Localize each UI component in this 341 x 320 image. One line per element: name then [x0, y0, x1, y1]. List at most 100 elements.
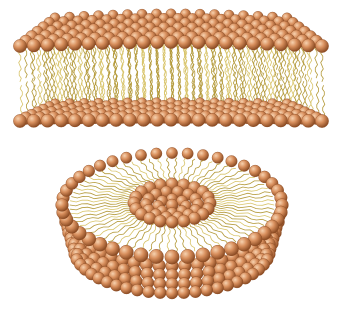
lipid-head	[237, 237, 251, 251]
lipid-tail	[95, 218, 139, 236]
lipid-head	[178, 287, 190, 299]
lipid-head	[109, 36, 122, 49]
lipid-tail	[178, 158, 186, 181]
lipid-head	[96, 36, 109, 49]
lipid-head	[219, 113, 232, 126]
lipid-head	[192, 36, 205, 49]
lipid-tail	[44, 71, 47, 107]
lipid-tail	[108, 168, 144, 186]
lipid-tail	[321, 50, 324, 82]
lipid-head	[260, 114, 273, 127]
lipid-head	[109, 113, 122, 126]
lipid-head	[233, 36, 246, 49]
lipid-head	[123, 36, 136, 49]
lipid-head	[13, 114, 26, 127]
lipid-head	[13, 39, 26, 52]
lipid-tail	[20, 86, 23, 118]
lipid-head	[123, 113, 136, 126]
lipid-tail	[55, 63, 58, 101]
lipid-head	[121, 152, 132, 163]
lipid-head	[247, 114, 260, 127]
lipid-head	[211, 245, 225, 259]
lipid-tail	[322, 86, 325, 118]
lipid-head	[82, 37, 95, 50]
lipid-head	[166, 147, 177, 158]
lipid-head	[135, 149, 146, 160]
lipid-head	[151, 113, 164, 126]
lipid-tail	[216, 203, 274, 206]
lipid-tail	[193, 164, 220, 184]
lipid-head	[151, 35, 164, 48]
lipid-head	[182, 148, 193, 159]
lipid-tail	[26, 82, 29, 115]
lipid-head	[315, 39, 328, 52]
lipid-head	[165, 250, 179, 264]
lipid-head	[189, 286, 201, 298]
lipid-tail	[316, 82, 319, 115]
lipid-tail	[167, 158, 171, 181]
lipid-tail	[173, 225, 177, 252]
lipid-head	[55, 114, 68, 127]
lipid-head	[315, 114, 328, 127]
lipid-head	[120, 282, 132, 294]
lipid-tail	[205, 218, 249, 236]
lipid-head	[143, 212, 155, 224]
lipid-head	[196, 248, 210, 262]
lipid-tail	[90, 177, 137, 190]
lipid-tail	[214, 192, 270, 198]
lipid-micelle-bowl	[56, 147, 289, 299]
lipid-head	[27, 39, 40, 52]
lipid-tail	[216, 205, 274, 209]
lipid-tail	[49, 67, 52, 104]
lipid-head	[27, 114, 40, 127]
lipid-head	[105, 242, 119, 256]
lipid-tail	[305, 74, 308, 109]
lipid-head	[192, 113, 205, 126]
lipid-tail	[70, 200, 128, 202]
lipid-head	[149, 249, 163, 263]
lipid-head	[119, 245, 133, 259]
lipid-tail	[70, 63, 73, 101]
lipid-tail	[216, 200, 274, 202]
lipid-head	[151, 148, 162, 159]
lipid-tail	[199, 168, 235, 186]
lipid-head	[238, 160, 250, 172]
lipid-head	[178, 215, 190, 227]
lipid-head	[164, 35, 177, 48]
lipid-head	[96, 113, 109, 126]
lipid-head	[41, 38, 54, 51]
lipid-head	[166, 216, 178, 228]
lipid-tail	[158, 225, 166, 252]
lipid-tail	[19, 50, 22, 82]
lipid-head	[188, 212, 200, 224]
lipid-tail	[299, 71, 302, 107]
lipid-head	[68, 114, 81, 127]
lipid-head	[178, 35, 191, 48]
lipid-head	[83, 165, 95, 177]
lipid-head	[107, 156, 118, 167]
lipid-head	[41, 114, 54, 127]
lipid-head	[260, 37, 273, 50]
lipid-head	[131, 284, 143, 296]
lipid-head	[68, 37, 81, 50]
lipid-tail	[232, 42, 235, 76]
lipid-head	[288, 114, 301, 127]
lipid-head	[212, 152, 223, 163]
lipid-tail	[95, 174, 139, 188]
lipid-tail	[199, 220, 235, 242]
lipid-head	[274, 114, 287, 127]
lipid-head	[233, 113, 246, 126]
lipid-tail	[60, 48, 63, 80]
lipid-head	[82, 114, 95, 127]
lipid-tail	[38, 74, 41, 109]
lipid-tail	[32, 78, 35, 112]
lipid-tail	[32, 49, 35, 81]
lipid-head	[94, 160, 106, 172]
lipid-head	[164, 113, 177, 126]
lipid-head	[206, 113, 219, 126]
lipid-head	[166, 287, 178, 299]
lipid-head	[178, 113, 191, 126]
lipid-tail	[213, 188, 267, 196]
lipid-head	[302, 114, 315, 127]
